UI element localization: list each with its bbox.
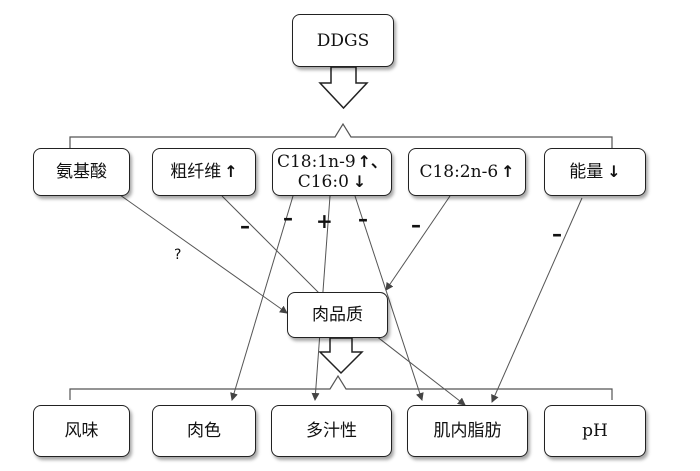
link-fiber-to-quality — [221, 195, 321, 295]
amino-acid-label: 氨基酸 — [56, 162, 107, 182]
link-c18-1-to-meat-color — [230, 195, 294, 401]
ddgs-down-arrow — [318, 66, 369, 110]
quality-down-arrow — [318, 337, 364, 375]
crude-fiber-label: 粗纤维 — [170, 162, 222, 182]
ddgs-box: DDGS — [292, 14, 394, 67]
up-arrow-icon: ↑、 — [357, 152, 388, 171]
c16-label: C16:0 — [297, 172, 349, 192]
sign-c18-2: – — [411, 213, 421, 237]
outcome-ph-box: pH — [544, 405, 646, 457]
sign-crude-fiber: – — [240, 214, 250, 238]
c18-1-label: C18:1n-9 — [276, 152, 356, 172]
sign-c18-1-left: – — [283, 206, 293, 230]
unknown-effect-mark: ? — [174, 247, 182, 263]
sign-c18-1-right: – — [358, 207, 368, 231]
outcome-juiciness-box: 多汁性 — [271, 405, 392, 457]
outcome-imf-box: 肌内脂肪 — [407, 405, 528, 457]
amino-acid-box: 氨基酸 — [33, 148, 130, 196]
up-arrow-icon: ↑ — [224, 162, 238, 181]
top-brace — [69, 122, 613, 148]
fatty-acid-box: C18:1n-9↑、 C16:0↓ — [272, 148, 392, 196]
meat-quality-label: 肉品质 — [312, 305, 363, 325]
outcome-imf-label: 肌内脂肪 — [433, 421, 502, 441]
link-c18-1-to-imf — [354, 195, 424, 401]
energy-box: 能量 ↓ — [544, 148, 646, 196]
ddgs-label: DDGS — [316, 30, 370, 51]
energy-label: 能量 — [569, 162, 604, 182]
c18-2-box: C18:2n-6 ↑ — [408, 148, 526, 196]
outcome-ph-label: pH — [582, 421, 608, 441]
outcome-meat-color-label: 肉色 — [187, 421, 221, 441]
outcome-meat-color-box: 肉色 — [152, 405, 256, 457]
outcome-flavor-box: 风味 — [33, 405, 130, 457]
bottom-brace — [69, 374, 613, 400]
link-amino-acid-to-quality — [119, 194, 288, 314]
c18-1-row: C18:1n-9↑、 — [277, 152, 387, 172]
outcome-flavor-label: 风味 — [64, 421, 99, 441]
c16-row: C16:0↓ — [298, 172, 367, 192]
sign-c18-1-mid: + — [316, 209, 333, 233]
link-c18-2-to-quality — [385, 195, 451, 291]
down-arrow-icon: ↓ — [607, 162, 621, 181]
link-energy-to-imf — [491, 197, 583, 403]
sign-energy: – — [552, 222, 562, 246]
c18-2-label: C18:2n-6 — [419, 162, 499, 182]
up-arrow-icon: ↑ — [501, 162, 515, 181]
meat-quality-box: 肉品质 — [287, 292, 388, 338]
outcome-juiciness-label: 多汁性 — [306, 421, 357, 441]
down-arrow-icon: ↓ — [352, 172, 367, 191]
crude-fiber-box: 粗纤维 ↑ — [152, 148, 256, 196]
